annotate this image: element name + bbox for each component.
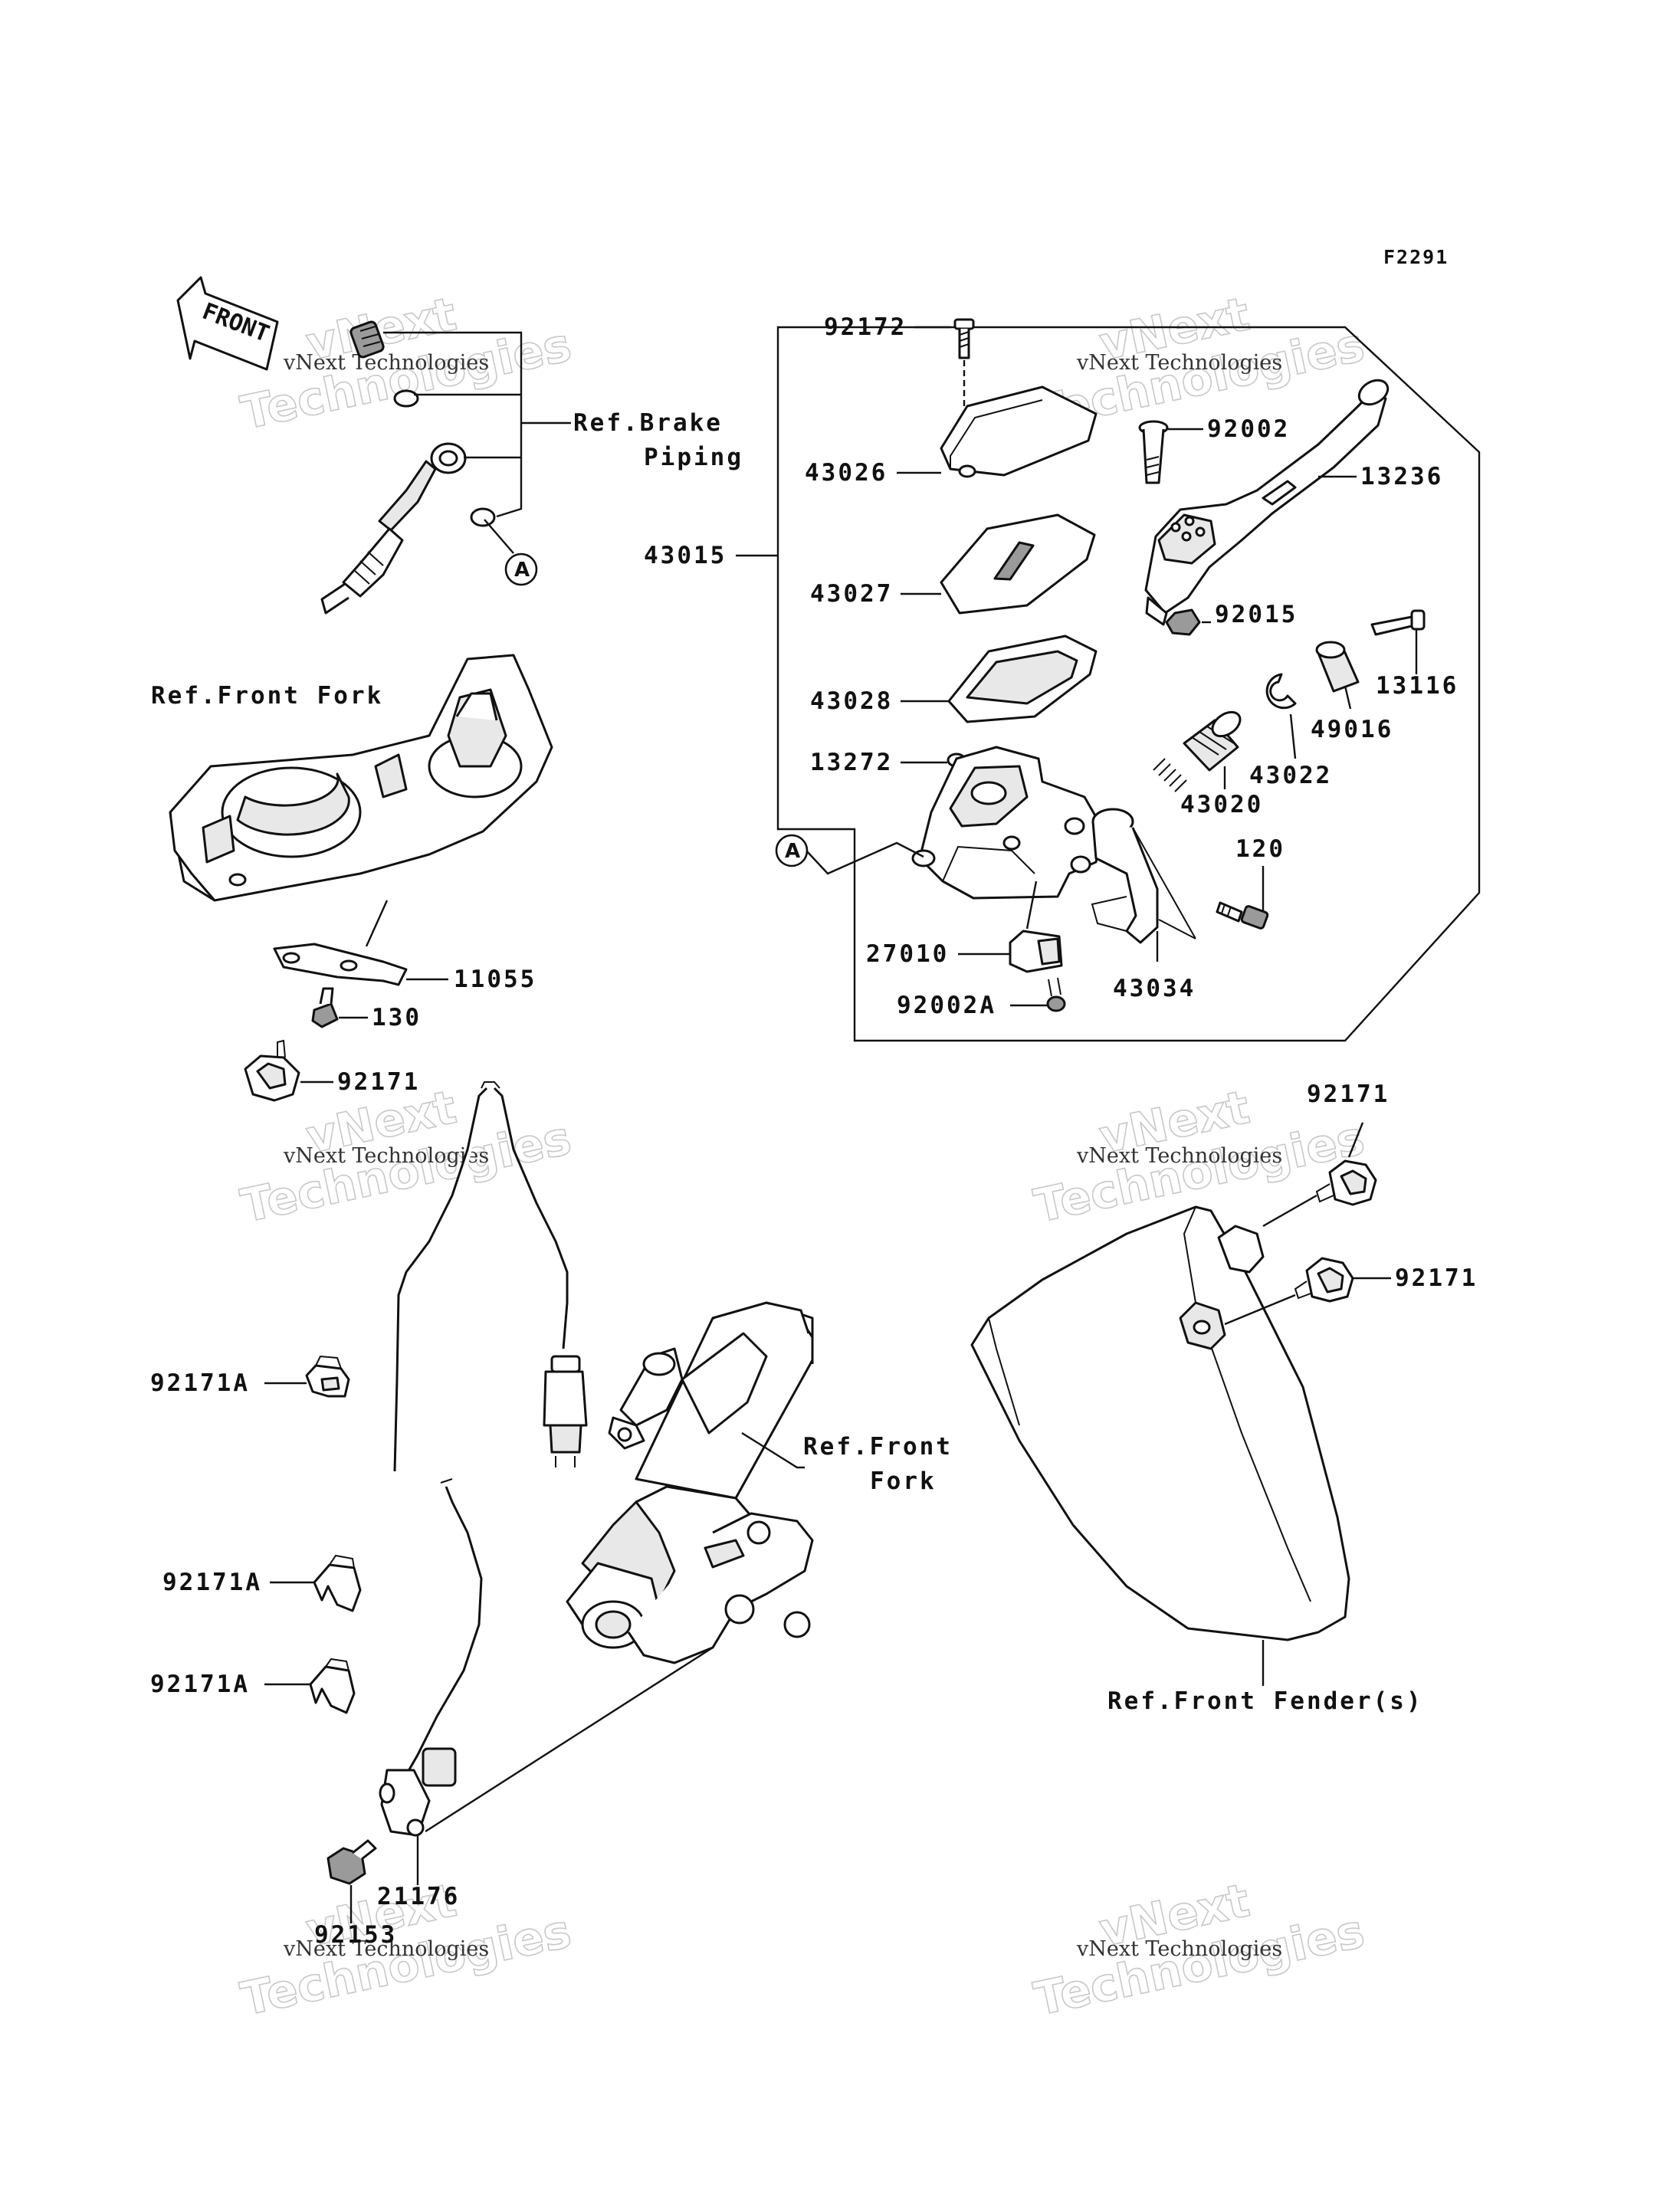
- pin-13116: [1370, 609, 1426, 636]
- svg-text:vNext Technologies: vNext Technologies: [1076, 1937, 1282, 1961]
- watermark-bottom-right: Technologies vNext vNext Technologies: [1029, 1873, 1370, 2027]
- part-92171-right-mid: 92171: [1395, 1264, 1478, 1292]
- part-43026: 43026: [805, 459, 888, 487]
- part-13116: 13116: [1376, 672, 1459, 700]
- part-49016: 49016: [1311, 716, 1393, 743]
- part-43027: 43027: [810, 580, 893, 608]
- ref-front-fork-mid-line2: Fork: [870, 1467, 937, 1495]
- bracket-11055: [273, 943, 408, 986]
- part-13272: 13272: [810, 749, 893, 776]
- svg-text:vNext Technologies: vNext Technologies: [283, 1937, 489, 1961]
- part-130: 130: [372, 1004, 422, 1031]
- part-43034: 43034: [1113, 975, 1196, 1002]
- clamp-92171-right-top: [1315, 1159, 1377, 1206]
- figure-code: F2291: [1383, 246, 1449, 268]
- circlip-43022: [1265, 673, 1297, 710]
- front-arrow-icon: FRONT: [176, 276, 279, 371]
- part-27010: 27010: [866, 940, 949, 968]
- clamp-92171-right-mid: [1294, 1257, 1354, 1303]
- piston-kit-43020: [1153, 710, 1242, 792]
- ref-front-fender: Ref.Front Fender(s): [1107, 1687, 1423, 1715]
- clamp-92171A-2: [313, 1554, 362, 1612]
- front-fender: [970, 1205, 1350, 1641]
- ref-front-fork-top: Ref.Front Fork: [151, 682, 383, 710]
- master-cylinder-group-outline: [776, 326, 1481, 1042]
- clamp-92171-left: [244, 1039, 300, 1102]
- part-92171-left: 92171: [337, 1068, 420, 1096]
- part-43022: 43022: [1249, 762, 1332, 789]
- nut-92015: [1165, 608, 1201, 636]
- part-92171-right-top: 92171: [1307, 1080, 1390, 1108]
- callout-a-left: A: [504, 553, 538, 586]
- watermark-mid-left: Technologies vNext vNext Technologies: [236, 1080, 576, 1234]
- part-92171A-1: 92171A: [150, 1369, 250, 1397]
- part-92172: 92172: [824, 313, 907, 341]
- pivot-bolt-92002: [1138, 420, 1169, 484]
- svg-text:vNext Technologies: vNext Technologies: [1076, 351, 1282, 375]
- brake-lever-13236: [1144, 379, 1390, 626]
- part-92171A-2: 92171A: [162, 1569, 262, 1596]
- clamp-92171A-3: [309, 1658, 356, 1714]
- boot-49016: [1315, 641, 1360, 693]
- ref-brake-piping-line2: Piping: [644, 444, 743, 471]
- diaphragm-plate-43027: [940, 513, 1096, 615]
- reservoir-cap-43026: [940, 385, 1098, 478]
- wheel-sensor-harness: [379, 1081, 588, 1837]
- part-11055: 11055: [454, 966, 536, 993]
- part-92002: 92002: [1207, 415, 1290, 443]
- part-92171A-3: 92171A: [150, 1671, 250, 1698]
- svg-text:vNext Technologies: vNext Technologies: [283, 1144, 489, 1168]
- part-92002A: 92002A: [897, 992, 996, 1019]
- part-43020: 43020: [1180, 791, 1263, 818]
- bolt-130: [311, 987, 339, 1028]
- ref-front-fork-mid-line1: Ref.Front: [803, 1433, 953, 1461]
- ref-brake-piping-line1: Ref.Brake: [573, 409, 723, 437]
- screw-92172: [953, 318, 975, 359]
- brake-switch-27010: [1009, 930, 1063, 973]
- bolt-120: [1216, 901, 1269, 930]
- part-43015: 43015: [644, 542, 727, 569]
- screw-92002A: [1046, 977, 1066, 1012]
- bolt-92153: [326, 1839, 377, 1885]
- svg-text:A: A: [514, 559, 530, 582]
- brake-hose-assembly: [320, 320, 571, 615]
- clamp-43034: [1091, 808, 1196, 944]
- front-fork-lower: [566, 1301, 814, 1664]
- watermark-top-left: Technologies vNext vNext Technologies: [236, 287, 576, 441]
- clamp-92171A-1: [305, 1355, 350, 1398]
- part-13236: 13236: [1360, 463, 1443, 490]
- svg-text:A: A: [785, 840, 800, 863]
- diaphragm-43028: [947, 635, 1098, 723]
- part-120: 120: [1235, 835, 1285, 863]
- callout-a-right: A: [775, 834, 809, 867]
- master-cylinder-body: [911, 746, 1104, 900]
- svg-text:vNext Technologies: vNext Technologies: [1076, 1144, 1282, 1168]
- svg-text:vNext Technologies: vNext Technologies: [283, 351, 489, 375]
- part-92153: 92153: [314, 1921, 397, 1949]
- part-43028: 43028: [810, 687, 893, 715]
- part-92015: 92015: [1215, 601, 1298, 628]
- front-fork-bracket: [169, 654, 553, 902]
- part-21176: 21176: [377, 1883, 460, 1910]
